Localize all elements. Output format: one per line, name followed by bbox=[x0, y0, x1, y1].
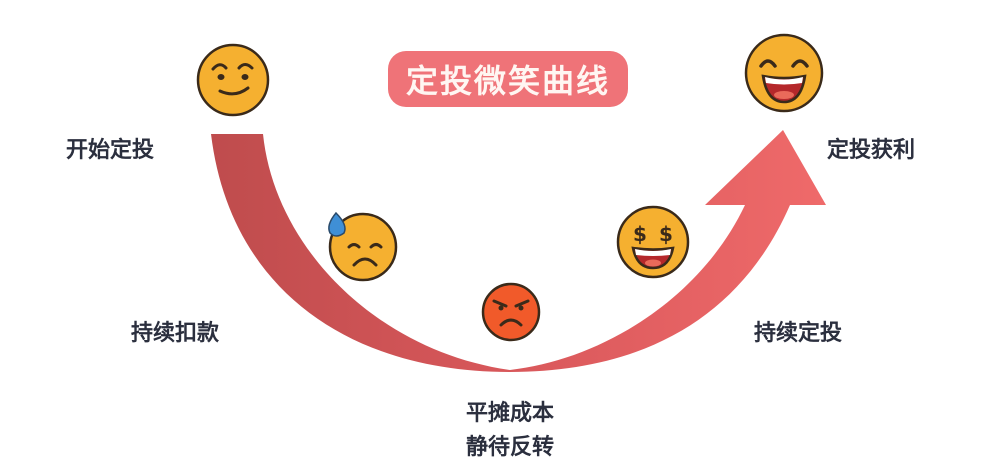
label-continue-deduction: 持续扣款 bbox=[131, 321, 220, 346]
svg-text:$: $ bbox=[633, 222, 647, 246]
label-continue-investing: 持续定投 bbox=[754, 321, 843, 346]
money-eyes-face-icon: $ $ bbox=[616, 205, 690, 279]
label-await-reversal: 静待反转 bbox=[466, 435, 555, 460]
label-average-cost: 平摊成本 bbox=[466, 401, 555, 426]
svg-text:$: $ bbox=[659, 222, 673, 246]
sweat-sad-face-icon bbox=[328, 211, 398, 282]
angry-face-icon bbox=[481, 282, 541, 342]
laughing-face-icon bbox=[744, 33, 824, 113]
smirk-face-icon bbox=[196, 43, 270, 117]
label-bottom-stage: 平摊成本 静待反转 bbox=[466, 397, 554, 465]
label-investment-profit: 定投获利 bbox=[827, 138, 916, 163]
diagram-title: 定投微笑曲线 bbox=[405, 62, 610, 100]
title-badge: 定投微笑曲线 bbox=[388, 51, 628, 107]
label-start-investing: 开始定投 bbox=[66, 138, 155, 163]
